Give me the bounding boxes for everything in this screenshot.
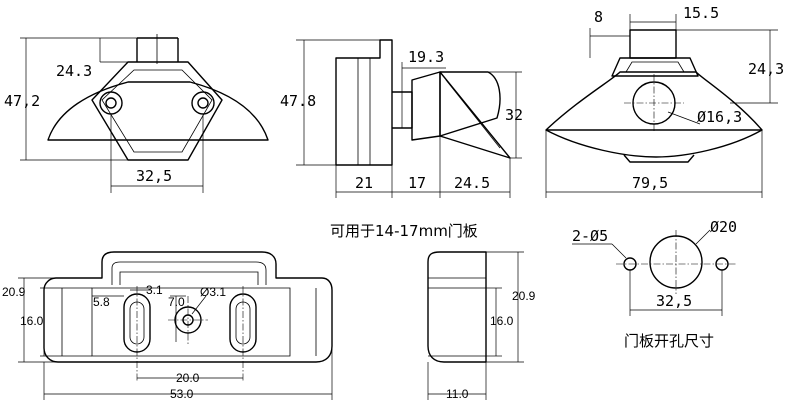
front-screw-left-inner-icon <box>105 97 117 109</box>
side-bolt-face <box>445 79 501 149</box>
top-bottom-tab <box>623 154 695 163</box>
top-width-top: 15.5 <box>683 4 719 22</box>
cutout-view: 2-Ø5 Ø20 32,5 门板开孔尺寸 <box>572 218 737 350</box>
strike-slot-pitch: 20.0 <box>176 371 200 385</box>
front-body-inner <box>101 69 213 153</box>
strike-side-view: 20.9 16.0 11.0 <box>427 251 536 401</box>
strike-height-inner: 16.0 <box>20 314 44 328</box>
side-width-bolt: 24.5 <box>454 174 490 192</box>
strike-width-total: 53.0 <box>170 387 194 401</box>
strike-plate-view: 20.9 16.0 5.8 3.1 7.0 Ø3.1 20.0 53.0 <box>2 251 333 401</box>
strike-side-height-right: 20.9 <box>512 289 536 303</box>
front-height-body: 24.3 <box>56 62 92 80</box>
front-wing-shell <box>47 81 269 141</box>
side-view: 47.8 19.3 32 21 17 24.5 <box>280 39 523 198</box>
dim-leader <box>667 111 701 125</box>
strike-dim-70: 7.0 <box>168 295 185 309</box>
strike-inner-frame <box>91 287 291 357</box>
cutout-hole-pitch: 32,5 <box>656 292 692 310</box>
front-view: 47,2 24.3 32,5 <box>4 34 269 193</box>
top-offset: 8 <box>594 8 603 26</box>
dim-leader <box>611 243 627 259</box>
top-bottom-base <box>545 129 763 158</box>
side-button <box>411 71 441 141</box>
front-height-total: 47,2 <box>4 92 40 110</box>
top-flange <box>611 57 699 77</box>
strike-side-depth: 11.0 <box>446 387 469 401</box>
front-stem <box>136 37 179 62</box>
side-bolt <box>439 71 501 137</box>
dim-leader <box>695 229 711 245</box>
cutout-caption: 门板开孔尺寸 <box>624 332 714 350</box>
strike-bridge <box>111 261 267 285</box>
cutout-big-hole: Ø20 <box>710 218 737 236</box>
strike-hole-dia: Ø3.1 <box>200 285 226 299</box>
front-body <box>91 61 223 161</box>
cutout-small-holes: 2-Ø5 <box>572 227 608 245</box>
side-button-length: 19.3 <box>408 48 444 66</box>
strike-height-left: 20.9 <box>2 285 26 299</box>
side-bolt-height: 32 <box>505 106 523 124</box>
top-width-total: 79,5 <box>632 174 668 192</box>
strike-side-height-inner: 16.0 <box>490 314 514 328</box>
side-height-total: 47.8 <box>280 92 316 110</box>
side-bolt-tip <box>439 71 511 159</box>
top-height-right: 24,3 <box>748 60 784 78</box>
dim-leader <box>191 295 207 315</box>
strike-side-body <box>427 251 487 363</box>
front-width-screws: 32,5 <box>136 167 172 185</box>
front-screw-right-inner-icon <box>197 97 209 109</box>
strike-dim-small: 5.8 <box>93 295 110 309</box>
top-view: 8 15.5 24,3 Ø16,3 79,5 <box>545 4 784 198</box>
top-hole-diameter: Ø16,3 <box>697 108 742 126</box>
front-screw-right-icon <box>191 91 215 115</box>
caption-door-thickness: 可用于14-17mm门板 <box>330 222 478 240</box>
top-flange-inner <box>625 61 685 73</box>
side-width-gap: 17 <box>408 174 426 192</box>
strike-dim-31: 3.1 <box>146 283 163 297</box>
side-width-base: 21 <box>355 174 373 192</box>
front-screw-left-icon <box>99 91 123 115</box>
side-base-plate <box>335 39 393 166</box>
strike-bridge-inner <box>119 271 259 285</box>
top-block <box>629 29 677 59</box>
